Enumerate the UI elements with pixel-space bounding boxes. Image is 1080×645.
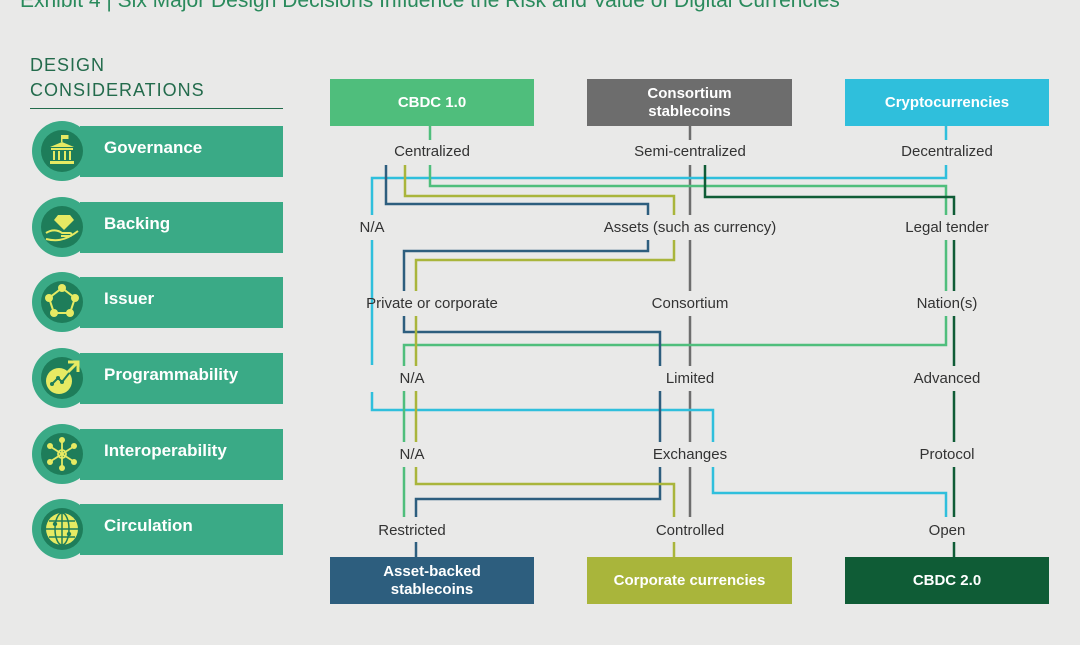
node-consortium: Consortium xyxy=(651,295,729,312)
consideration-label: Programmability xyxy=(104,365,239,384)
hub-icon xyxy=(32,424,92,484)
box-label: Consortium stablecoins xyxy=(647,84,732,120)
box-cbdc-1: CBDC 1.0 xyxy=(330,79,534,126)
consideration-label: Interoperability xyxy=(104,441,227,460)
node-restricted: Restricted xyxy=(378,522,446,539)
cbdc-1-path xyxy=(402,126,948,517)
consideration-bar xyxy=(80,126,283,177)
consideration-bar xyxy=(80,202,283,253)
node-open: Open xyxy=(928,522,966,539)
node-limited: Limited xyxy=(665,370,715,387)
box-asset-backed-stablecoins: Asset-backed stablecoins xyxy=(330,557,534,604)
box-corporate-currencies: Corporate currencies xyxy=(587,557,792,604)
node-decentralized: Decentralized xyxy=(901,143,993,160)
cryptocurrencies-path xyxy=(370,126,948,517)
consideration-bar xyxy=(80,277,283,328)
heading-line-1: DESIGN xyxy=(30,55,106,75)
consideration-governance: Governance xyxy=(32,121,283,181)
node-assets: Assets (such as currency) xyxy=(603,219,777,236)
consideration-label: Circulation xyxy=(104,516,193,535)
asset-backed-path xyxy=(384,165,662,557)
heading-line-2: CONSIDERATIONS xyxy=(30,80,205,100)
node-nations: Nation(s) xyxy=(916,295,978,312)
node-private-corporate: Private or corporate xyxy=(366,295,498,312)
node-interoperability-na: N/A xyxy=(399,446,425,463)
consideration-label: Governance xyxy=(104,138,203,157)
node-centralized: Centralized xyxy=(394,143,470,160)
node-exchanges: Exchanges xyxy=(652,446,728,463)
design-considerations-heading: DESIGN CONSIDERATIONS xyxy=(30,53,205,103)
node-backing-na: N/A xyxy=(359,219,385,236)
consideration-label: Backing xyxy=(104,214,171,233)
consideration-issuer: Issuer xyxy=(32,272,283,332)
consideration-programmability: Programmability xyxy=(32,348,283,408)
consideration-bar xyxy=(80,429,283,480)
node-programmability-na: N/A xyxy=(399,370,425,387)
node-controlled: Controlled xyxy=(655,522,725,539)
consideration-bar xyxy=(80,504,283,555)
box-label: Asset-backed stablecoins xyxy=(383,562,481,598)
heading-divider xyxy=(30,108,283,109)
consideration-interoperability: Interoperability xyxy=(32,424,283,484)
box-label: Cryptocurrencies xyxy=(884,93,1010,111)
corporate-currencies-path xyxy=(403,165,676,557)
network-icon xyxy=(32,272,92,332)
hand-gem-icon xyxy=(32,197,92,257)
exhibit-title: Exhibit 4 | Six Major Design Decisions I… xyxy=(20,0,840,12)
node-protocol: Protocol xyxy=(919,446,975,463)
consideration-circulation: Circulation xyxy=(32,499,283,559)
cbdc-2-path xyxy=(703,165,956,557)
box-label: CBDC 1.0 xyxy=(397,93,467,111)
building-icon xyxy=(32,121,92,181)
globe-icon xyxy=(32,499,92,559)
node-legal-tender: Legal tender xyxy=(905,219,989,236)
box-label: Corporate currencies xyxy=(613,571,766,589)
chip-arrow-icon xyxy=(32,348,92,408)
consideration-backing: Backing xyxy=(32,197,283,257)
consideration-bar xyxy=(80,353,283,404)
box-cbdc-2: CBDC 2.0 xyxy=(845,557,1049,604)
box-label: CBDC 2.0 xyxy=(912,571,982,589)
box-cryptocurrencies: Cryptocurrencies xyxy=(845,79,1049,126)
node-advanced: Advanced xyxy=(913,370,981,387)
box-consortium-stablecoins: Consortium stablecoins xyxy=(587,79,792,126)
node-semi-centralized: Semi-centralized xyxy=(634,143,746,160)
consideration-label: Issuer xyxy=(104,289,155,308)
